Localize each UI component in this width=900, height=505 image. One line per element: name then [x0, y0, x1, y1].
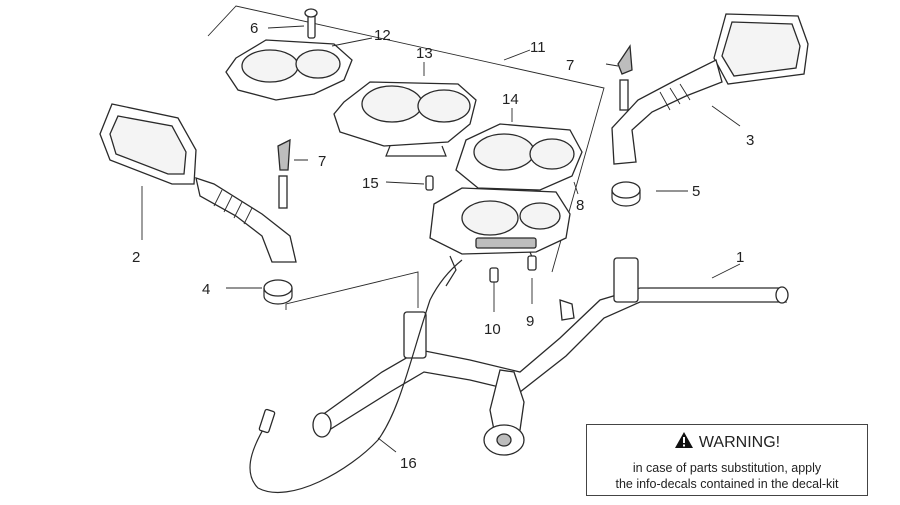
instrument-panel — [429, 187, 571, 287]
right-mirror — [611, 13, 809, 165]
warning-title-row: WARNING! — [587, 431, 867, 455]
bolt-left — [278, 175, 288, 209]
callout-2: 2 — [132, 249, 140, 266]
callout-15: 15 — [362, 175, 379, 192]
group-outline-lower — [285, 271, 419, 310]
instrument-cover — [333, 81, 477, 157]
callout-16: 16 — [400, 455, 417, 472]
warning-text-line1: in case of parts substitution, apply — [632, 461, 822, 475]
callout-13: 13 — [416, 45, 433, 62]
callout-3: 3 — [746, 132, 754, 149]
warning-text-line2: the info-decals contained in the decal-k… — [615, 477, 839, 491]
callout-9: 9 — [526, 313, 534, 330]
group-outline — [207, 5, 605, 273]
warning-box: WARNING! in case of parts substitution, … — [586, 424, 868, 496]
cap-right — [617, 44, 633, 75]
callout-4: 4 — [202, 281, 210, 298]
callout-7-right: 7 — [566, 57, 574, 74]
left-mirror — [99, 103, 297, 263]
warning-triangle-icon — [674, 431, 694, 455]
handlebar — [312, 257, 789, 456]
screw-9 — [527, 255, 537, 271]
instrument-lens — [455, 123, 583, 191]
callout-12: 12 — [374, 27, 391, 44]
callout-7-left: 7 — [318, 153, 326, 170]
cable-end — [258, 408, 276, 434]
screw-10 — [489, 267, 499, 283]
washer-right — [611, 181, 641, 199]
gasket-12 — [225, 39, 353, 101]
washer-left — [263, 279, 293, 297]
cap-left — [277, 138, 291, 171]
warning-title: WARNING! — [698, 434, 781, 451]
screw-15 — [425, 175, 434, 191]
bolt-right — [619, 79, 629, 111]
callout-1: 1 — [736, 249, 744, 266]
cable — [249, 259, 463, 493]
callout-11: 11 — [530, 39, 546, 56]
callout-6: 6 — [250, 20, 258, 37]
leader-lines — [141, 25, 741, 453]
callout-5: 5 — [692, 183, 700, 200]
callout-10: 10 — [484, 321, 501, 338]
callout-14: 14 — [502, 91, 519, 108]
callout-8: 8 — [576, 197, 584, 214]
